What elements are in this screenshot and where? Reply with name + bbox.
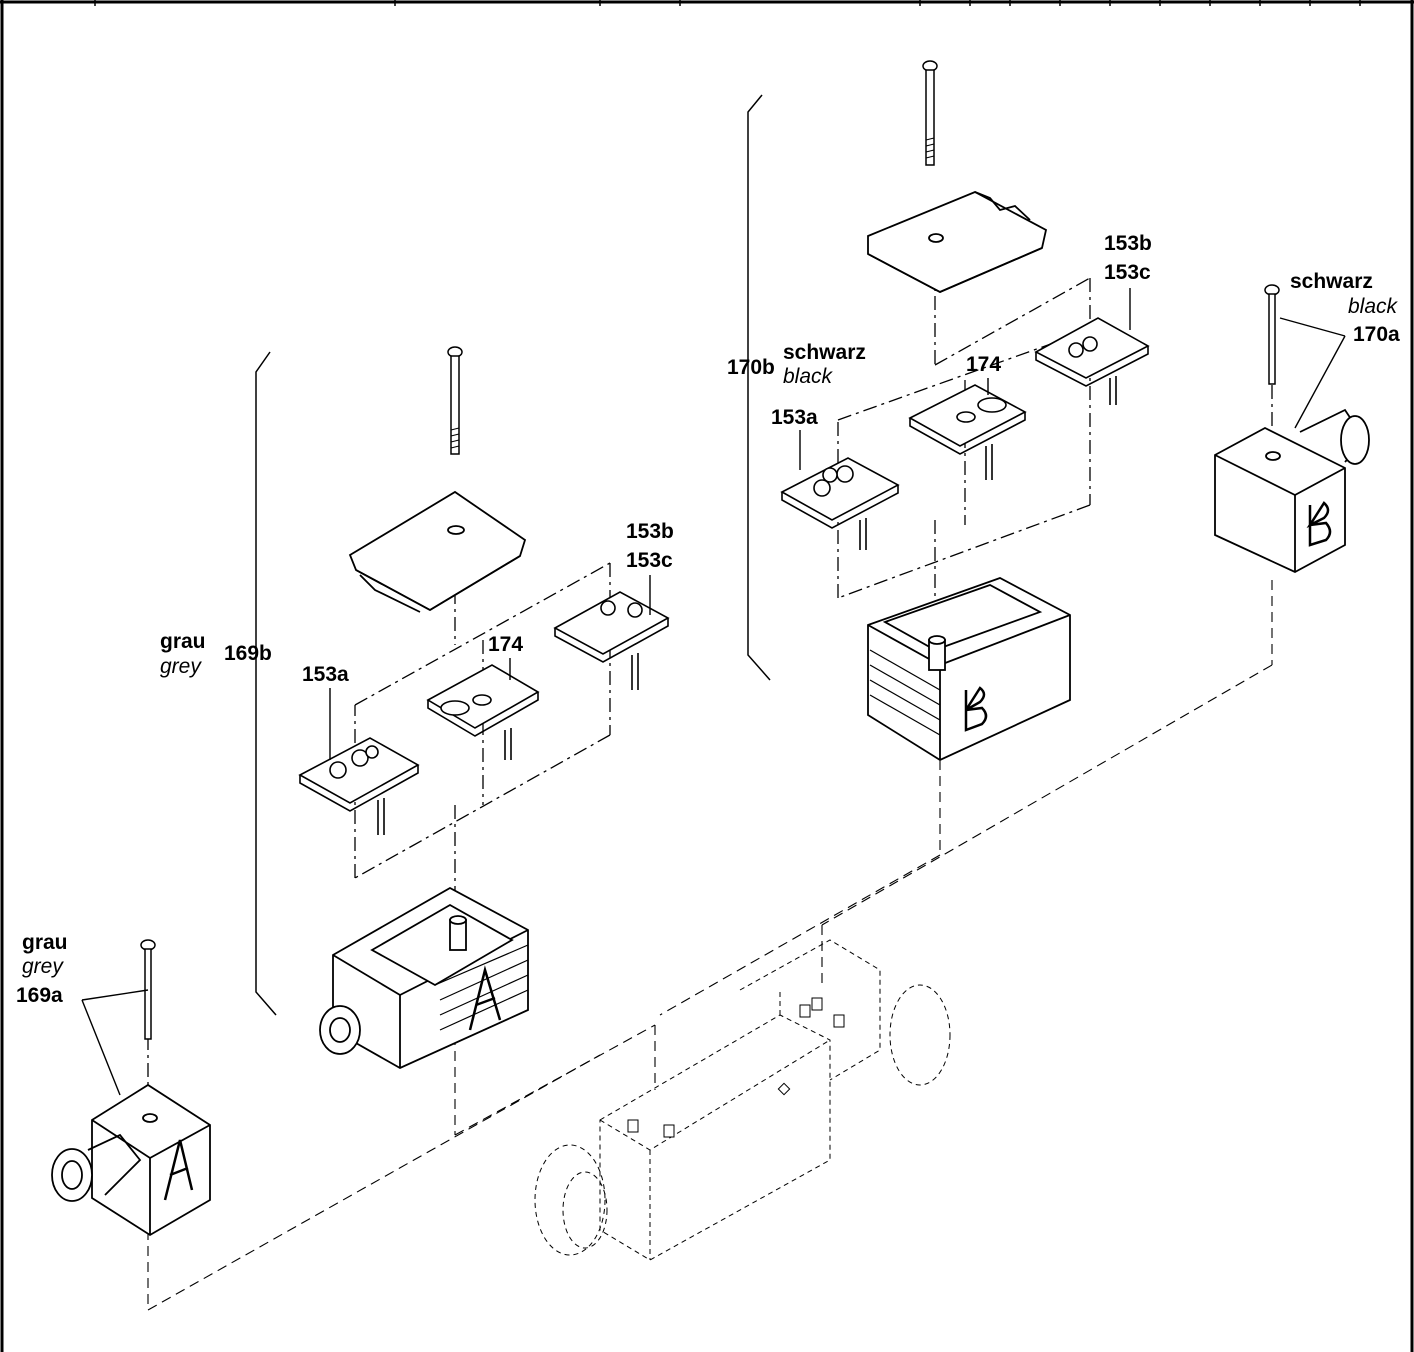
- label-170a: 170a: [1353, 323, 1400, 346]
- insert-153bc-b: [1034, 317, 1150, 405]
- label-grey-169b: grey: [160, 655, 201, 678]
- insert-174-b: [908, 384, 1027, 480]
- label-153c-right: 153c: [1104, 261, 1151, 284]
- assembly-lines-b: [837, 215, 1273, 650]
- plug-169a: [51, 1083, 211, 1237]
- insert-174-a: [426, 664, 540, 760]
- label-153b-right: 153b: [1104, 232, 1152, 255]
- assembly-lines-a: [147, 562, 611, 1100]
- projection-lines: [147, 580, 1273, 1311]
- valve-pins: [627, 997, 845, 1138]
- label-grey-169a: grey: [22, 955, 63, 978]
- label-black-170a: black: [1348, 295, 1398, 318]
- screw-170a: [1264, 284, 1280, 385]
- insert-153a-b: [780, 457, 900, 550]
- label-grau-169b: grau: [160, 630, 206, 653]
- label-170b: 170b: [727, 356, 775, 379]
- label-153a-right: 153a: [771, 406, 818, 429]
- label-153c-left: 153c: [626, 549, 673, 572]
- screw-169a: [140, 939, 156, 1040]
- title-block-ticks: [94, 0, 1361, 6]
- group-bracket-170b: [747, 94, 771, 681]
- label-174-left: 174: [488, 633, 524, 656]
- screw-169b: [447, 346, 463, 455]
- cover-169b: [348, 490, 527, 613]
- label-black-170b: black: [783, 365, 833, 388]
- label-174-right: 174: [966, 353, 1002, 376]
- label-169b: 169b: [224, 642, 272, 665]
- housing-169b: [319, 886, 529, 1070]
- screw-170b: [922, 60, 938, 166]
- insert-153a-a: [298, 737, 420, 835]
- label-153a-left: 153a: [302, 663, 349, 686]
- plug-170a: [1214, 408, 1370, 574]
- label-schwarz-170a: schwarz: [1290, 270, 1373, 293]
- insert-153bc-a: [553, 591, 670, 690]
- label-schwarz-170b: schwarz: [783, 341, 866, 364]
- group-bracket-169b: [255, 351, 277, 1016]
- label-169a: 169a: [16, 984, 63, 1007]
- label-153b-left: 153b: [626, 520, 674, 543]
- housing-170b: [867, 577, 1071, 762]
- cover-170b: [867, 191, 1048, 293]
- label-grau-169a: grau: [22, 931, 68, 954]
- valve-body-outline: [534, 939, 951, 1261]
